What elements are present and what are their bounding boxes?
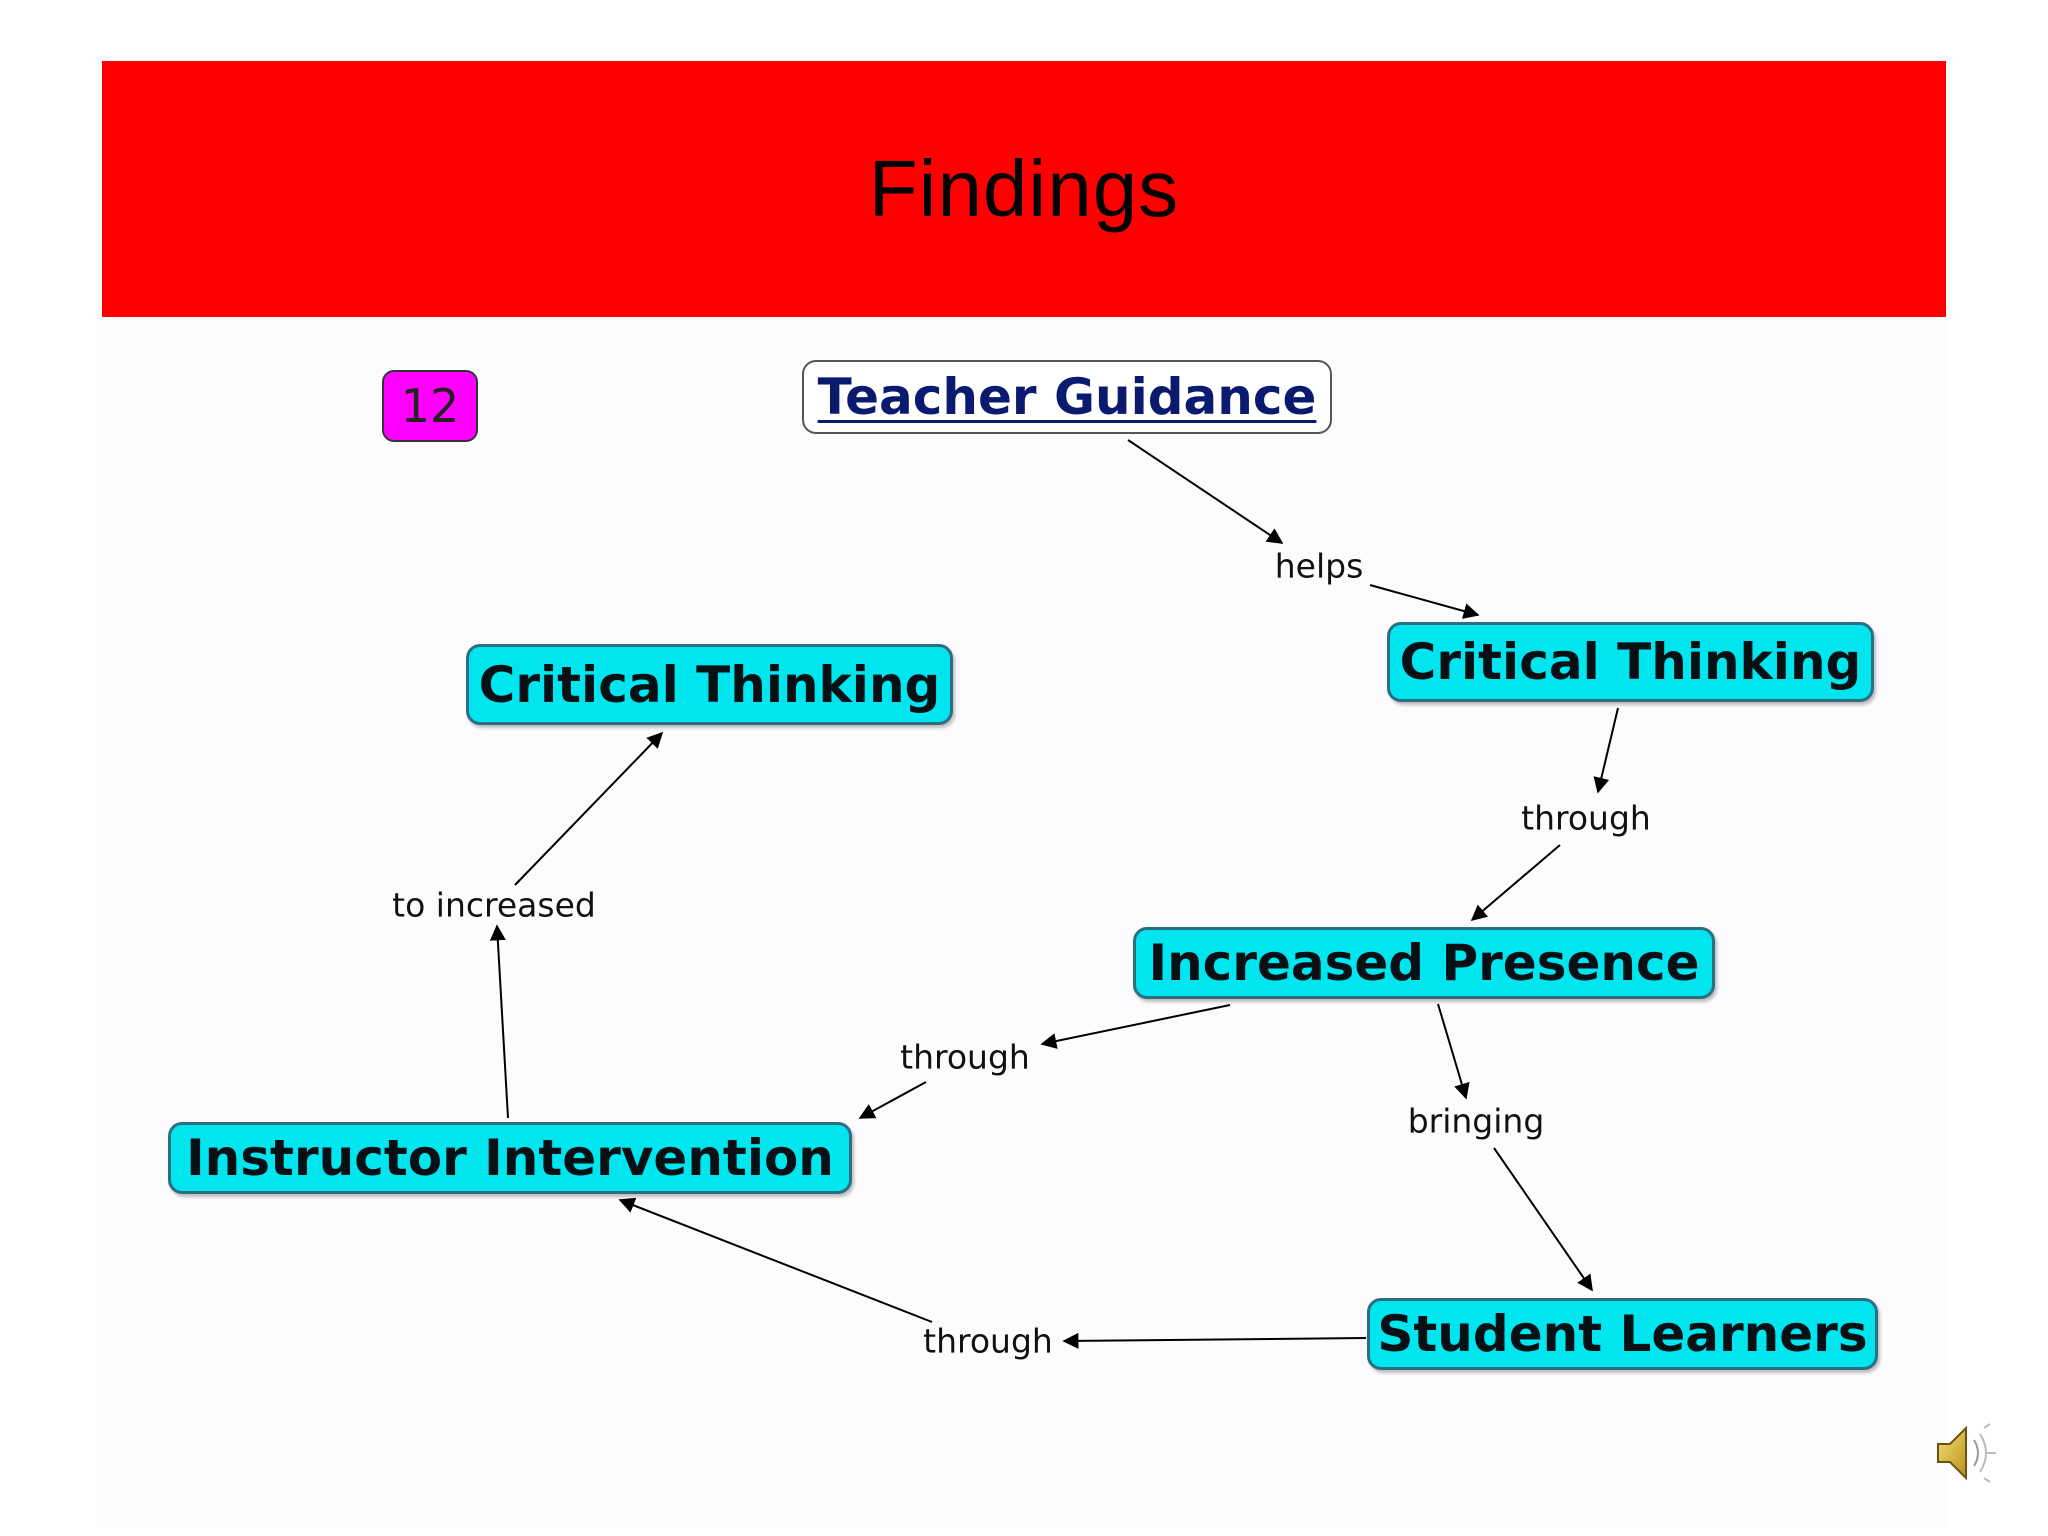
link-line-bringing-to-students bbox=[1493, 1147, 1593, 1292]
link-line-through-to-presence bbox=[1470, 844, 1561, 922]
link-label-bringing: bringing bbox=[1407, 1101, 1545, 1141]
link-line-instructor-to-increased bbox=[489, 924, 509, 1119]
link-line-teacher-to-helps bbox=[1127, 439, 1284, 544]
link-label-through-2: through bbox=[900, 1037, 1030, 1077]
link-label-helps: helps bbox=[1274, 546, 1364, 586]
link-line-presence-to-bringing bbox=[1437, 1003, 1470, 1100]
node-instructor-intervention: Instructor Intervention bbox=[168, 1122, 852, 1194]
node-increased-presence: Increased Presence bbox=[1133, 927, 1715, 999]
node-student-learners: Student Learners bbox=[1367, 1298, 1878, 1370]
link-label-to-increased: to increased bbox=[392, 885, 596, 925]
node-critical-thinking-left: Critical Thinking bbox=[466, 644, 953, 725]
link-line-increased-to-critical-left bbox=[514, 731, 664, 886]
slide-title: Findings bbox=[868, 144, 1180, 233]
slide-header: Findings bbox=[102, 61, 1946, 317]
node-critical-thinking-right: Critical Thinking bbox=[1387, 622, 1874, 702]
speaker-icon[interactable] bbox=[1930, 1418, 2000, 1488]
link-label-through-1: through bbox=[1521, 798, 1651, 838]
link-line-students-to-through bbox=[1062, 1332, 1367, 1349]
link-line-critical-right-to-through bbox=[1593, 707, 1619, 794]
link-line-presence-to-through bbox=[1040, 1004, 1231, 1049]
slide-number-badge: 12 bbox=[382, 370, 478, 442]
link-line-through-to-instructor-2 bbox=[618, 1197, 933, 1323]
link-label-through-3: through bbox=[923, 1321, 1053, 1361]
link-line-helps-to-critical-right bbox=[1369, 584, 1480, 619]
node-teacher-guidance: Teacher Guidance bbox=[802, 360, 1332, 434]
link-line-through-to-instructor bbox=[858, 1081, 927, 1119]
